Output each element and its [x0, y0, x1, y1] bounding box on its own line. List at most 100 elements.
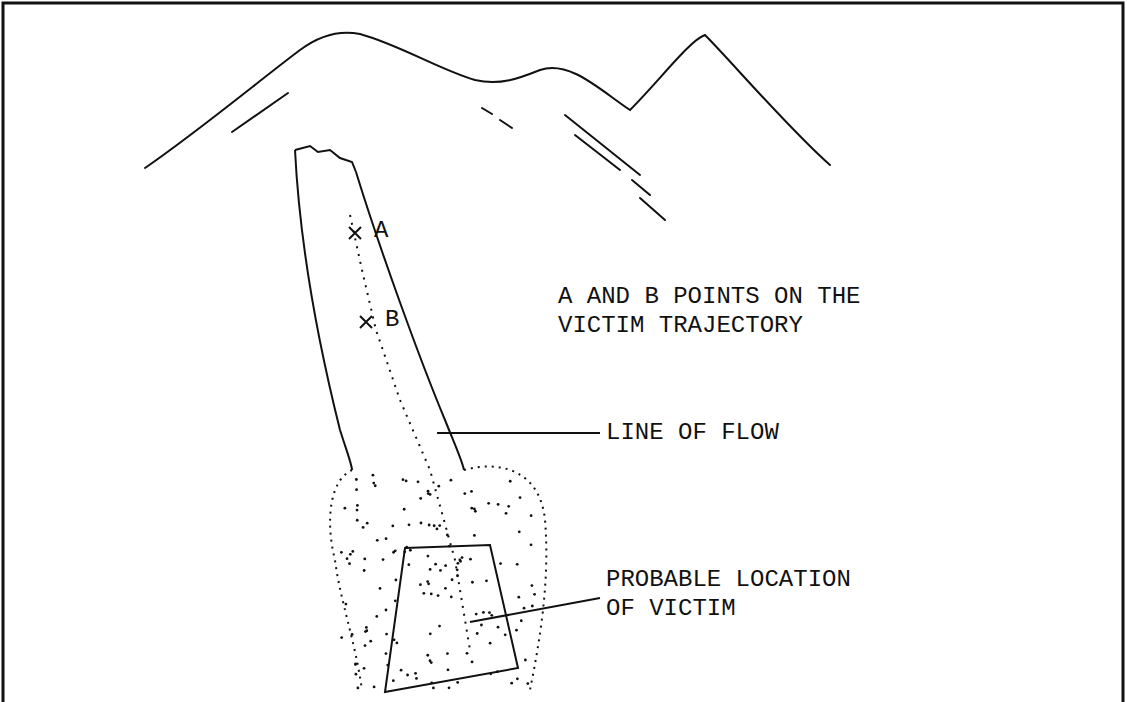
stipple-dot: [456, 574, 459, 577]
stipple-dot: [385, 537, 388, 540]
stipple-dot: [422, 592, 425, 595]
stipple-dot: [517, 596, 520, 599]
stipple-dot: [405, 480, 408, 483]
stipple-dot: [533, 593, 536, 596]
stipple-dot: [395, 642, 398, 645]
stipple-dot: [385, 652, 388, 655]
stipple-dot: [471, 581, 474, 584]
stipple-dot: [427, 492, 430, 495]
stipple-dot: [510, 682, 513, 685]
stipple-dot: [489, 642, 492, 645]
stipple-dot: [476, 632, 479, 635]
stipple-dot: [419, 583, 422, 586]
stipple-dot: [437, 485, 440, 488]
stipple-dot: [520, 619, 523, 622]
stipple-dot: [355, 673, 358, 676]
stipple-dot: [426, 580, 429, 583]
stipple-dot: [444, 587, 447, 590]
stipple-dot: [394, 549, 397, 552]
stipple-dot: [474, 510, 477, 513]
stipple-dot: [420, 522, 423, 525]
stipple-dot: [504, 633, 507, 636]
stipple-dot: [433, 524, 436, 527]
stipple-dot: [451, 578, 454, 581]
stipple-dot: [354, 663, 357, 666]
stipple-dot: [485, 579, 488, 582]
stipple-dot: [340, 636, 343, 639]
stipple-dot: [403, 508, 406, 511]
stipple-dot: [356, 687, 359, 690]
stipple-dot: [429, 632, 432, 635]
stipple-dot: [519, 496, 522, 499]
stipple-dot: [482, 611, 485, 614]
stipple-dot: [408, 523, 411, 526]
stipple-dot: [524, 659, 527, 662]
stipple-dot: [427, 555, 430, 558]
stipple-dot: [374, 484, 377, 487]
stipple-dot: [505, 512, 508, 515]
stipple-dot: [385, 633, 388, 636]
stipple-dot: [402, 478, 405, 481]
leader-lines: [437, 433, 600, 622]
stipple-dot: [419, 497, 422, 500]
callout-label: PROBABLE LOCATION OF VICTIM: [606, 565, 866, 623]
stipple-dot: [351, 633, 354, 636]
stipple-dot: [343, 507, 346, 510]
stipple-dot: [409, 549, 412, 552]
stipple-dot: [415, 677, 418, 680]
stipple-dot: [518, 530, 521, 533]
stipple-dot: [438, 625, 441, 628]
stipple-dot: [450, 596, 453, 599]
stipple-dot: [487, 502, 490, 505]
stipple-dot: [496, 670, 499, 673]
stipple-dot: [363, 558, 366, 561]
stipple-dot: [509, 480, 512, 483]
point-label: B: [385, 305, 399, 334]
stipple-dot: [458, 559, 461, 562]
stipple-dot: [439, 569, 442, 572]
stipple-dot: [430, 682, 433, 685]
stipple-dot: [429, 659, 432, 662]
stipple-dot: [351, 550, 354, 553]
stipple-dot: [429, 568, 432, 571]
victim-zone: [385, 545, 518, 692]
stipple-dot: [355, 478, 358, 481]
stipple-dot: [382, 558, 385, 561]
stipple-dot: [407, 563, 410, 566]
stipple-dot: [363, 569, 366, 572]
stipple-dot: [417, 480, 420, 483]
stipple-dot: [349, 553, 352, 556]
stipple-dot: [356, 509, 359, 512]
stipple-dot: [469, 558, 472, 561]
stipple-dot: [515, 629, 518, 632]
stipple-dot: [403, 550, 406, 553]
stipple-dot: [466, 652, 469, 655]
stipple-dot: [394, 599, 397, 602]
stipple-dot: [392, 679, 395, 682]
stipple-dot: [375, 615, 378, 618]
stipple-dot: [523, 607, 526, 610]
stipple-dot: [365, 629, 368, 632]
stipple-dot: [355, 488, 358, 491]
stipple-dot: [444, 564, 447, 567]
callout-label: LINE OF FLOW: [606, 418, 779, 447]
stipple-dot: [475, 613, 478, 616]
stipple-dot: [437, 594, 440, 597]
stipple-dot: [365, 626, 368, 629]
stipple-dot: [362, 526, 365, 529]
stipple-dot: [364, 644, 367, 647]
stipple-dot: [426, 654, 429, 657]
stipple-dot: [448, 686, 451, 689]
stipple-dot: [530, 514, 533, 517]
stipple-dot: [507, 505, 510, 508]
stipple-dot: [446, 652, 449, 655]
stipple-dot: [354, 663, 357, 666]
stipple-dot: [456, 568, 459, 571]
stipple-dot: [391, 524, 394, 527]
stipple-dot: [385, 609, 388, 612]
stipple-dot: [480, 624, 483, 627]
stipple-dot: [470, 507, 473, 510]
stipple-dot: [446, 534, 449, 537]
stipple-dot: [373, 686, 376, 689]
stipple-dot: [531, 605, 534, 608]
